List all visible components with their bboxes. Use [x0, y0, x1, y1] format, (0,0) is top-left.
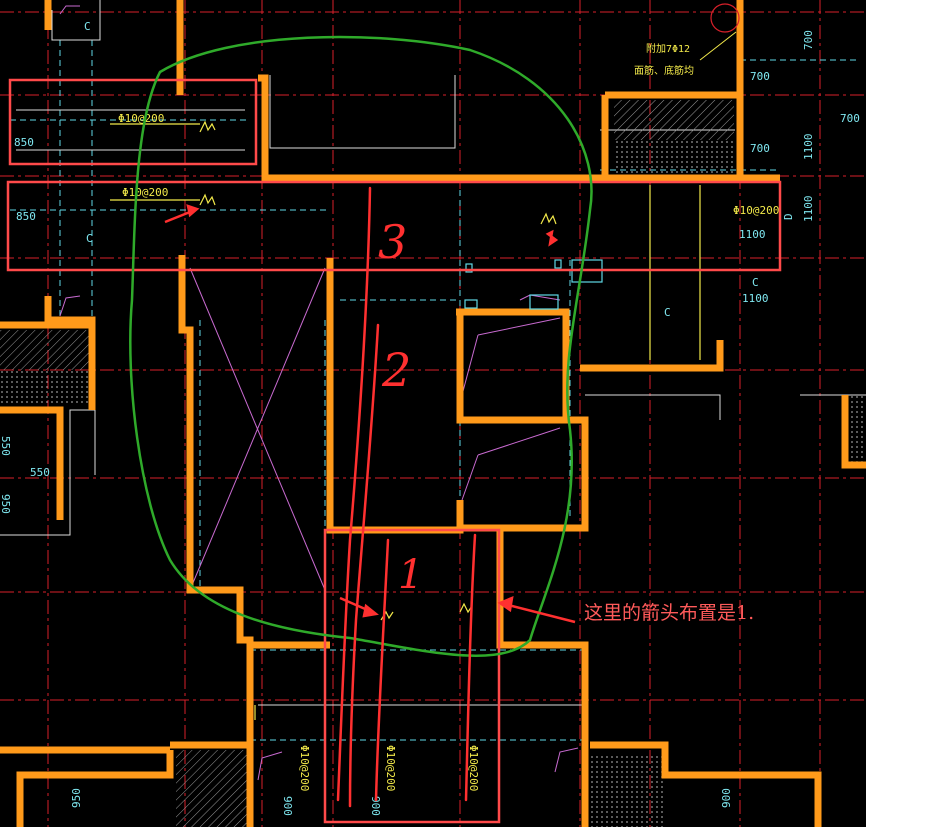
- dim-label-7: 1100: [802, 134, 815, 161]
- markup-green-loop: [129, 35, 593, 657]
- top-note-line-1: 附加7Φ12: [646, 42, 690, 55]
- top-note-line-2: 面筋、底筋均: [634, 64, 694, 77]
- dim-label-16: 900: [281, 796, 294, 816]
- rebar-label-2: Φ10@200: [122, 186, 168, 199]
- rebar-label-5: Φ10@200: [384, 745, 397, 791]
- dim-label-17: 900: [369, 796, 382, 816]
- dim-label-4: 700: [750, 142, 770, 155]
- drawing-labels: Φ10@200 Φ10@200 Φ10@200 Φ10@200 Φ10@200 …: [0, 20, 860, 816]
- grid-letter-4: C: [752, 276, 759, 289]
- dim-label-11: 550: [30, 466, 50, 479]
- dim-label-12: 550: [0, 436, 12, 456]
- annotation-text: 这里的箭头布置是1.: [584, 602, 755, 624]
- cad-drawing-canvas: Φ10@200 Φ10@200 Φ10@200 Φ10@200 Φ10@200 …: [0, 0, 866, 827]
- dim-label-1: 850: [14, 136, 34, 149]
- markup-number-1: 1: [398, 552, 423, 598]
- grid-letter-5: C: [664, 306, 671, 319]
- rebar-label-4: Φ10@200: [298, 745, 311, 791]
- markup-arrows: [164, 204, 576, 624]
- dim-label-9: 1100: [739, 228, 766, 241]
- rebar-label-3: Φ10@200: [733, 204, 779, 217]
- dim-label-14: 950: [70, 788, 83, 808]
- markup-numbers: 3 2 1: [378, 215, 423, 598]
- dim-label-15: 900: [720, 788, 733, 808]
- dim-label-3: 700: [750, 70, 770, 83]
- markup-number-2: 2: [381, 343, 411, 397]
- markup-box-band: [6, 180, 782, 272]
- dim-label-8: 1100: [802, 196, 815, 223]
- dim-label-10: 1100: [742, 292, 769, 305]
- dim-label-2: 850: [16, 210, 36, 223]
- rebar-label-1: Φ10@200: [118, 112, 164, 125]
- dim-label-13: 950: [0, 494, 12, 514]
- dim-label-6: 700: [840, 112, 860, 125]
- markup-rectangles: [6, 78, 782, 824]
- grid-letter-1: C: [84, 20, 91, 33]
- hatched-regions: [0, 100, 866, 827]
- markup-box-top-left: [8, 78, 258, 166]
- grid-letter-2: C: [86, 232, 93, 245]
- dim-label-5: 700: [802, 30, 815, 50]
- markup-box-bottom: [323, 528, 501, 824]
- rebar-label-6: Φ10@200: [467, 745, 480, 791]
- grid-letter-3: D: [782, 213, 795, 220]
- rebar-ticks: [110, 120, 701, 720]
- top-note-leader: [699, 31, 737, 61]
- opening-symbols: [59, 5, 579, 781]
- markup-number-3: 3: [378, 215, 407, 269]
